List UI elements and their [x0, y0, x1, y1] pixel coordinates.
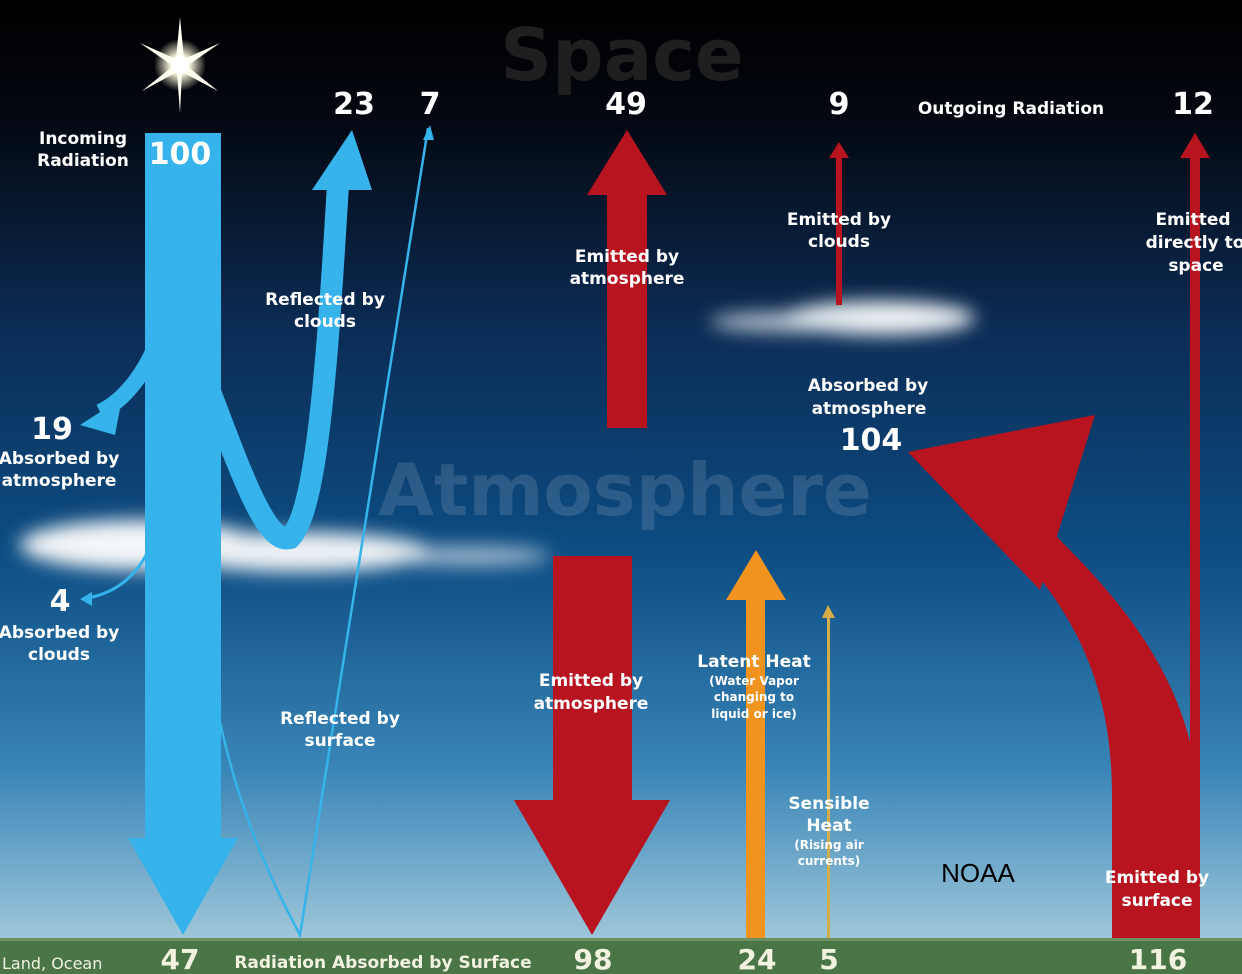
- absorbed-atmosphere-solar-label-1: Absorbed by: [0, 449, 119, 469]
- emitted-clouds-label-2: clouds: [808, 232, 870, 252]
- reflected-clouds-label-1: Reflected by: [265, 290, 385, 310]
- reflected-surface-value: 7: [420, 87, 441, 122]
- sensible-heat-sub-2: currents): [798, 854, 861, 868]
- reflected-by-clouds-arrow: [189, 184, 349, 550]
- sensible-heat-arrow: [822, 605, 835, 938]
- ground-value-5: 5: [819, 943, 838, 974]
- reflected-surface-label-1: Reflected by: [280, 709, 400, 729]
- ground-value-24: 24: [738, 943, 777, 974]
- latent-heat-sub-1: (Water Vapor: [709, 674, 799, 688]
- absorbed-by-surface-label: Radiation Absorbed by Surface: [234, 953, 531, 973]
- emitted-atmosphere-up-label-1: Emitted by: [575, 247, 679, 267]
- emitted-surface-arrow: [908, 415, 1200, 938]
- absorbed-atmosphere-solar-label-2: atmosphere: [2, 471, 117, 491]
- ground-value-98: 98: [574, 943, 613, 974]
- latent-heat-arrow: [726, 550, 786, 938]
- latent-heat-title: Latent Heat: [697, 652, 810, 672]
- reflected-clouds-arrowhead: [312, 130, 372, 190]
- emitted-atmosphere-down-arrow: [514, 556, 670, 935]
- emitted-atmosphere-up-label-2: atmosphere: [570, 269, 685, 289]
- incoming-label-2: Radiation: [37, 151, 129, 171]
- latent-heat-sub-3: liquid or ice): [711, 707, 796, 721]
- incoming-value: 100: [149, 137, 212, 172]
- emitted-clouds-value: 9: [829, 87, 850, 122]
- emitted-atmosphere-up-arrow: [587, 130, 667, 428]
- cloud-right: [710, 301, 975, 335]
- land-ocean-label: Land, Ocean: [2, 954, 102, 973]
- sensible-heat-title-1: Sensible: [788, 794, 869, 814]
- emitted-direct-label-2: directly to: [1146, 233, 1242, 253]
- reflected-by-surface-arrow: [198, 127, 430, 939]
- reflected-clouds-value: 23: [333, 87, 375, 122]
- absorbed-atmosphere-ir-value: 104: [840, 423, 903, 458]
- emitted-clouds-label-1: Emitted by: [787, 210, 891, 230]
- incoming-label-1: Incoming: [39, 129, 127, 149]
- sensible-heat-sub-1: (Rising air: [794, 838, 864, 852]
- emitted-direct-label-1: Emitted: [1155, 210, 1230, 230]
- emitted-clouds-arrow: [829, 142, 849, 305]
- reflected-surface-label-2: surface: [304, 731, 375, 751]
- outgoing-radiation-label: Outgoing Radiation: [918, 99, 1104, 119]
- space-title: Space: [500, 13, 744, 97]
- emitted-atmosphere-up-value: 49: [605, 87, 647, 122]
- emitted-direct-arrow: [1180, 133, 1210, 910]
- absorbed-clouds-label-1: Absorbed by: [0, 623, 119, 643]
- incoming-radiation-arrow: [128, 133, 238, 935]
- emitted-surface-label-1: Emitted by: [1105, 868, 1209, 888]
- ground-value-47: 47: [161, 943, 200, 974]
- sensible-heat-title-2: Heat: [806, 816, 851, 836]
- absorbed-clouds-label-2: clouds: [28, 645, 90, 665]
- ground-value-116: 116: [1129, 943, 1187, 974]
- emitted-atmosphere-down-label-2: atmosphere: [534, 694, 649, 714]
- emitted-surface-label-2: surface: [1121, 891, 1192, 911]
- absorbed-atmosphere-arrowhead: [80, 398, 122, 435]
- absorbed-atmosphere-ir-label-2: atmosphere: [812, 399, 927, 419]
- emitted-atmosphere-down-label-1: Emitted by: [539, 671, 643, 691]
- reflected-clouds-label-2: clouds: [294, 312, 356, 332]
- absorbed-clouds-value: 4: [50, 584, 71, 619]
- absorbed-atmosphere-solar-value: 19: [31, 412, 73, 447]
- ground-strip: [0, 940, 1242, 974]
- latent-heat-sub-2: changing to: [714, 690, 794, 704]
- sun-icon: [140, 17, 220, 113]
- credit-label: NOAA: [941, 858, 1015, 888]
- atmosphere-title: Atmosphere: [378, 448, 871, 532]
- absorbed-atmosphere-ir-label-1: Absorbed by: [808, 376, 929, 396]
- emitted-direct-value: 12: [1172, 87, 1214, 122]
- absorbed-clouds-arrow: [87, 497, 162, 600]
- emitted-direct-label-3: space: [1168, 256, 1223, 276]
